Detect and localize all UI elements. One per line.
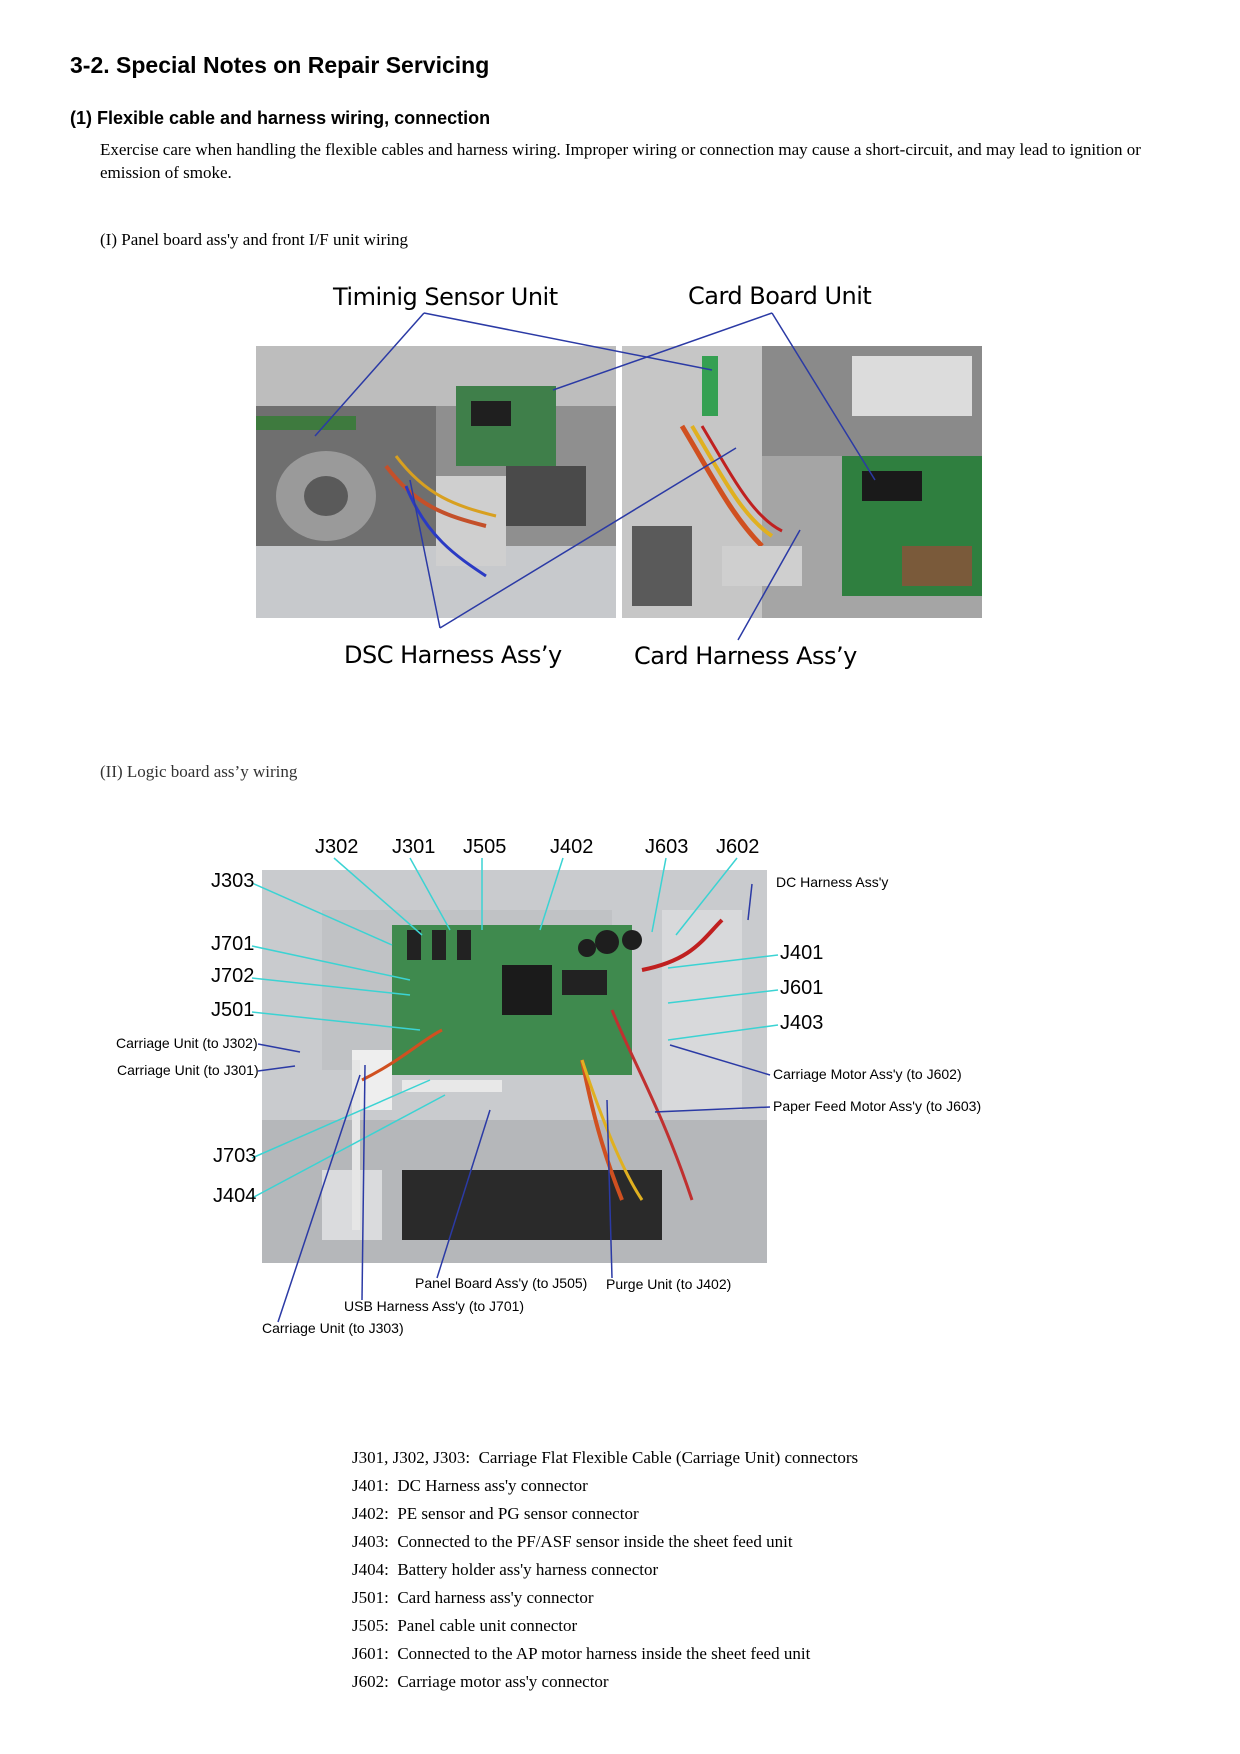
connector-code: J601: — [352, 1644, 389, 1663]
figure1-photo-right — [622, 346, 982, 618]
label-card-harness: Card Harness Ass’y — [634, 642, 857, 670]
connector-desc: Connected to the PF/ASF sensor inside th… — [397, 1532, 793, 1551]
connector-desc: Connected to the AP motor harness inside… — [397, 1644, 811, 1663]
label-dsc-harness: DSC Harness Ass’y — [344, 641, 562, 669]
label-j601: J601 — [780, 977, 824, 999]
label-j702: J702 — [211, 965, 255, 987]
label-j703: J703 — [213, 1145, 257, 1167]
connector-code: J403: — [352, 1532, 389, 1551]
connector-item: J501: Card harness ass'y connector — [352, 1584, 858, 1612]
label-j404: J404 — [213, 1185, 257, 1207]
label-j301: J301 — [392, 836, 436, 858]
connector-item: J402: PE sensor and PG sensor connector — [352, 1500, 858, 1528]
intro-paragraph: Exercise care when handling the flexible… — [100, 140, 1141, 182]
label-dc-harness: DC Harness Ass'y — [776, 874, 889, 890]
connector-code: J602: — [352, 1672, 389, 1691]
figure1-photo-right-drawing — [622, 346, 982, 618]
connector-desc: Panel cable unit connector — [397, 1616, 578, 1635]
label-j302: J302 — [315, 836, 359, 858]
figure1-photo-left — [256, 346, 616, 618]
label-carriage-unit-j302: Carriage Unit (to J302) — [116, 1035, 258, 1051]
figure1-photo-left-drawing — [256, 346, 616, 618]
label-panel-board: Panel Board Ass'y (to J505) — [415, 1275, 588, 1291]
connector-desc: Carriage Flat Flexible Cable (Carriage U… — [478, 1448, 859, 1467]
connector-code: J501: — [352, 1588, 389, 1607]
figure2-caption: (II) Logic board ass’y wiring — [100, 762, 298, 781]
label-paper-feed-motor: Paper Feed Motor Ass'y (to J603) — [773, 1098, 982, 1114]
figure2-photo — [262, 870, 767, 1263]
connector-list: J301, J302, J303: Carriage Flat Flexible… — [352, 1444, 858, 1696]
label-j602: J602 — [716, 836, 760, 858]
connector-desc: PE sensor and PG sensor connector — [397, 1504, 639, 1523]
connector-item: J601: Connected to the AP motor harness … — [352, 1640, 858, 1668]
label-j401: J401 — [780, 942, 824, 964]
label-purge-unit: Purge Unit (to J402) — [606, 1276, 732, 1292]
connector-item: J401: DC Harness ass'y connector — [352, 1472, 858, 1500]
connector-code: J301, J302, J303: — [352, 1448, 471, 1467]
connector-desc: Carriage motor ass'y connector — [397, 1672, 609, 1691]
label-j403: J403 — [780, 1012, 824, 1034]
figure2-photo-drawing — [262, 870, 767, 1263]
label-carriage-unit-j303: Carriage Unit (to J303) — [262, 1320, 404, 1336]
label-j701: J701 — [211, 933, 255, 955]
connector-item: J403: Connected to the PF/ASF sensor ins… — [352, 1528, 858, 1556]
connector-code: J404: — [352, 1560, 389, 1579]
connector-desc: Battery holder ass'y harness connector — [397, 1560, 659, 1579]
label-j501: J501 — [211, 999, 255, 1021]
label-j402: J402 — [550, 836, 594, 858]
subsection-title: (1) Flexible cable and harness wiring, c… — [70, 108, 491, 128]
label-j603: J603 — [645, 836, 689, 858]
connector-code: J401: — [352, 1476, 389, 1495]
label-carriage-motor: Carriage Motor Ass'y (to J602) — [773, 1066, 962, 1082]
connector-item: J602: Carriage motor ass'y connector — [352, 1668, 858, 1696]
connector-desc: DC Harness ass'y connector — [397, 1476, 588, 1495]
label-j505: J505 — [463, 836, 507, 858]
connector-desc: Card harness ass'y connector — [397, 1588, 594, 1607]
connector-code: J402: — [352, 1504, 389, 1523]
connector-item: J505: Panel cable unit connector — [352, 1612, 858, 1640]
connector-code: J505: — [352, 1616, 389, 1635]
label-card-board-unit: Card Board Unit — [688, 282, 872, 310]
label-usb-harness: USB Harness Ass'y (to J701) — [344, 1298, 525, 1314]
label-carriage-unit-j301: Carriage Unit (to J301) — [117, 1062, 259, 1078]
figure1-caption: (I) Panel board ass'y and front I/F unit… — [100, 230, 409, 249]
label-j303: J303 — [211, 870, 255, 892]
connector-item: J404: Battery holder ass'y harness conne… — [352, 1556, 858, 1584]
connector-item: J301, J302, J303: Carriage Flat Flexible… — [352, 1444, 858, 1472]
section-title: 3-2. Special Notes on Repair Servicing — [70, 52, 490, 78]
label-timing-sensor-unit: Timinig Sensor Unit — [333, 283, 558, 311]
figure1-leader-lines — [314, 312, 876, 641]
